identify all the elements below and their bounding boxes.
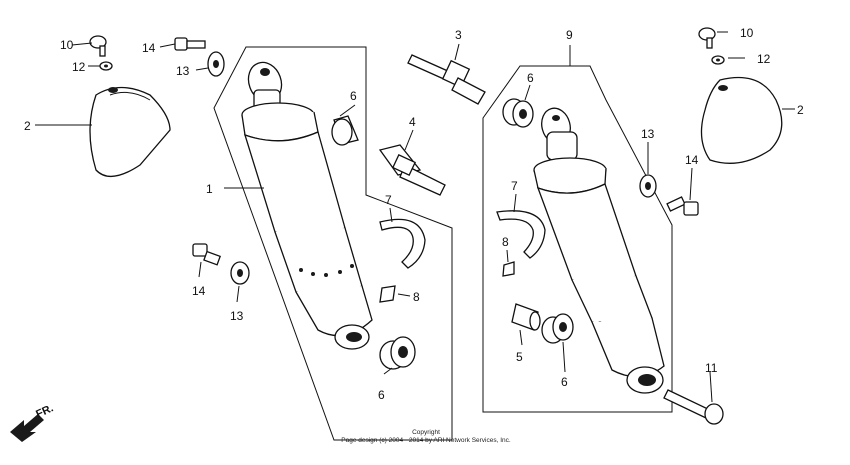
callout-6-left-lower: 6 <box>378 388 385 402</box>
callout-5: 5 <box>516 350 523 364</box>
left-plate-8 <box>379 285 396 303</box>
callout-10-right: 10 <box>740 26 754 40</box>
stud-3 <box>407 54 486 105</box>
callout-6-right-lower: 6 <box>561 375 568 389</box>
right-shock-absorber <box>533 107 665 394</box>
callout-8-left: 8 <box>413 290 420 304</box>
callout-4: 4 <box>409 115 416 129</box>
right-washer-13 <box>639 174 657 198</box>
callout-9: 9 <box>566 28 573 42</box>
lower-left-washer-13 <box>230 261 250 285</box>
copyright-line-2: Page design (c) 2004 - 2014 by ARI Netwo… <box>341 437 511 444</box>
copyright-line-1: Copyright <box>412 429 440 436</box>
right-cover-2 <box>700 76 783 164</box>
callout-6-left-upper: 6 <box>350 89 357 103</box>
right-plate-8 <box>502 261 515 277</box>
left-stopper-ring-7 <box>379 218 426 269</box>
front-direction-label: FR. <box>34 402 55 420</box>
right-bolt-10 <box>698 27 716 49</box>
left-upper-bushing-6 <box>331 115 359 146</box>
upper-left-bolt-14 <box>174 37 206 51</box>
front-direction-arrow-icon <box>10 414 44 442</box>
callout-11: 11 <box>705 361 718 375</box>
callout-10-left: 10 <box>60 38 74 52</box>
right-lower-bushing-6 <box>541 313 574 344</box>
callout-8-right: 8 <box>502 235 509 249</box>
lower-left-bolt-14 <box>192 243 222 266</box>
callout-3: 3 <box>455 28 462 42</box>
left-shock-absorber <box>241 61 373 350</box>
callout-12-right: 12 <box>757 52 771 66</box>
callout-13-right: 13 <box>641 127 655 141</box>
left-bolt-10 <box>89 35 107 57</box>
callout-13-upper-left: 13 <box>176 64 190 78</box>
callout-13-lower-left: 13 <box>230 309 244 323</box>
callout-1: 1 <box>206 182 213 196</box>
left-assembly-outline <box>213 46 453 441</box>
right-bolt-14 <box>666 196 699 216</box>
leader-lines <box>35 31 795 403</box>
stud-4 <box>378 144 446 196</box>
left-lower-bushing-6 <box>379 336 416 370</box>
callout-6-right-upper: 6 <box>527 71 534 85</box>
callout-7-left: 7 <box>385 193 392 207</box>
right-stopper-ring-7 <box>496 210 546 259</box>
callout-12-left: 12 <box>72 60 86 74</box>
callout-14-lower-left: 14 <box>192 284 206 298</box>
upper-left-washer-13 <box>207 51 225 77</box>
callout-7-right: 7 <box>511 179 518 193</box>
right-assembly-outline <box>482 65 673 413</box>
collar-5 <box>511 303 541 331</box>
callout-2-left: 2 <box>24 119 31 133</box>
callout-14-upper-left: 14 <box>142 41 156 55</box>
callout-14-right: 14 <box>685 153 699 167</box>
right-upper-bushing-6 <box>502 98 534 128</box>
left-cover-2 <box>89 86 171 177</box>
pin-11 <box>663 389 724 425</box>
callout-2-right: 2 <box>797 103 804 117</box>
